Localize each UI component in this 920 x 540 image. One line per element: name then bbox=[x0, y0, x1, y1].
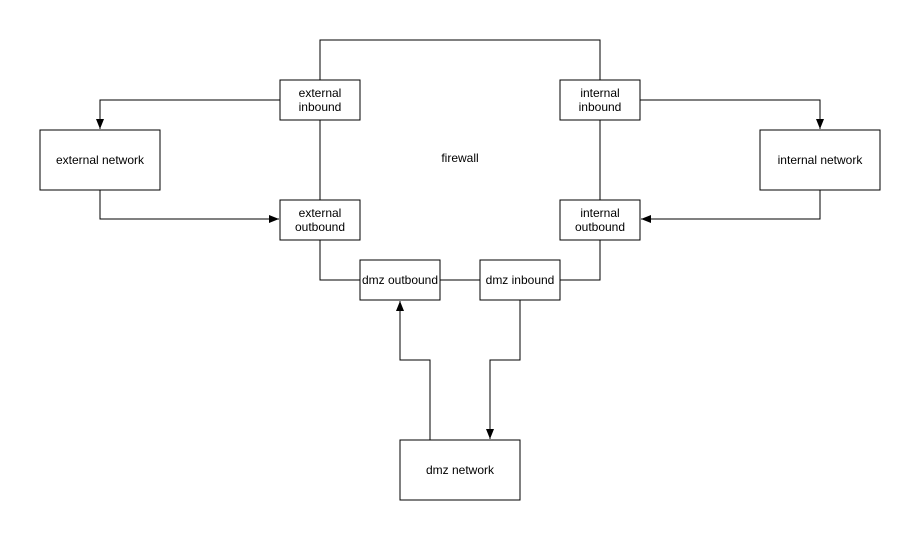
node-dmz-network-label: dmz network bbox=[426, 463, 495, 477]
node-internal-network: internal network bbox=[759, 129, 881, 191]
node-dmz-outbound-label: dmz outbound bbox=[362, 273, 438, 287]
node-internal-network-label: internal network bbox=[778, 153, 864, 167]
label-firewall: firewall bbox=[441, 151, 478, 165]
edge-internal-network-to-internal-outbound bbox=[641, 190, 821, 223]
edge-external-inbound-to-external-network bbox=[96, 99, 280, 129]
edge-external-network-to-external-outbound bbox=[99, 190, 279, 223]
node-dmz-outbound: dmz outbound bbox=[359, 259, 441, 301]
edge-external-outbound-to-dmz-outbound bbox=[319, 240, 360, 281]
node-external-network-box bbox=[39, 129, 161, 191]
edge-internal-outbound-to-dmz-inbound bbox=[560, 240, 601, 281]
edge-external-inbound-internal-inbound bbox=[319, 39, 601, 80]
node-dmz-network: dmz network bbox=[399, 439, 521, 501]
node-external-network-label: external network bbox=[56, 153, 145, 167]
edge-internal-inbound-to-internal-network bbox=[640, 99, 824, 129]
node-dmz-inbound-label: dmz inbound bbox=[486, 273, 555, 287]
edge-dmz-network-to-dmz-outbound bbox=[396, 301, 431, 440]
label-firewall-label: firewall bbox=[441, 151, 478, 165]
edge-dmz-inbound-to-dmz-network bbox=[486, 300, 521, 439]
edges-layer bbox=[96, 39, 824, 440]
node-internal-network-box bbox=[759, 129, 881, 191]
node-dmz-inbound-box bbox=[479, 259, 561, 301]
node-dmz-inbound: dmz inbound bbox=[479, 259, 561, 301]
node-internal-inbound-box bbox=[559, 79, 641, 121]
node-dmz-outbound-box bbox=[359, 259, 441, 301]
node-external-inbound-box bbox=[279, 79, 361, 121]
node-external-outbound-box bbox=[279, 199, 361, 241]
node-internal-outbound-box bbox=[559, 199, 641, 241]
node-dmz-network-box bbox=[399, 439, 521, 501]
node-external-network: external network bbox=[39, 129, 161, 191]
